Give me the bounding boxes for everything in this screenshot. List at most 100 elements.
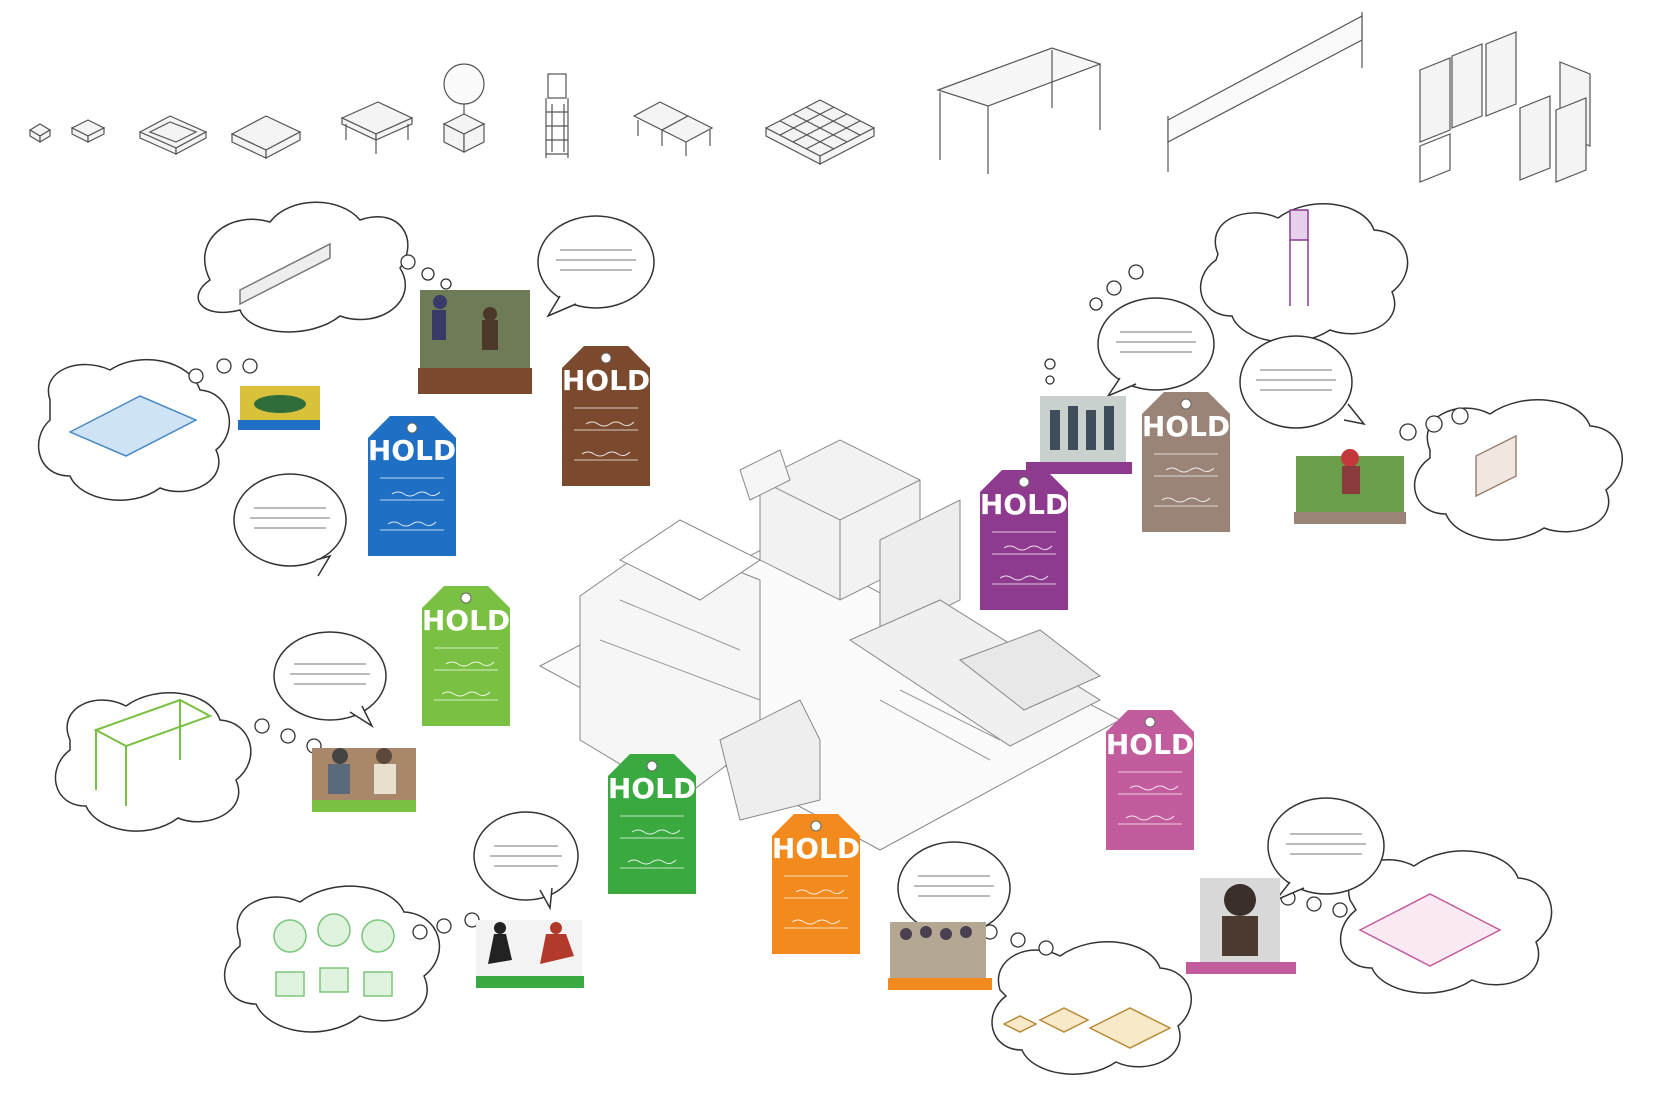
cloud-boxes — [991, 941, 1193, 1075]
tag-handwriting — [441, 691, 491, 697]
grid-platform-icon — [764, 99, 876, 165]
speech-bubble-6 — [1267, 797, 1385, 901]
cloud-lifeguard-chair — [1199, 203, 1409, 343]
hold-tag-dark-green: HOLD — [608, 754, 696, 894]
speech-bubbles — [233, 215, 1385, 951]
label-garden-group — [1294, 512, 1406, 524]
thought-clouds — [37, 201, 1623, 1075]
tag-label: HOLD — [562, 364, 650, 397]
label-restaurant — [312, 800, 416, 812]
tag-handwriting — [791, 919, 841, 925]
icon-row — [28, 12, 1591, 183]
hold-tag-green: HOLD — [422, 586, 510, 726]
hold-tag-orange: HOLD — [772, 814, 860, 954]
hold-tag-blue: HOLD — [368, 416, 456, 556]
tag-body — [980, 470, 1068, 610]
speech-bubble-8 — [1097, 297, 1215, 398]
speech-bubble-1 — [537, 215, 655, 318]
tag-body — [772, 814, 860, 954]
cloud-planters — [223, 885, 441, 1033]
tag-body — [422, 586, 510, 726]
tag-handwriting — [795, 889, 845, 895]
cloud-volleyball-net — [197, 201, 409, 333]
tag-body — [368, 416, 456, 556]
platform-icon — [230, 115, 302, 159]
double-table-icon — [632, 101, 714, 156]
photo-group-6 — [476, 920, 584, 988]
cloud-partition — [1413, 399, 1623, 541]
small-cube-icon — [28, 123, 52, 144]
tag-hole — [600, 352, 612, 364]
speech-bubble-3 — [273, 631, 387, 729]
label-queens-museum-park — [238, 420, 320, 430]
tag-handwriting — [1003, 545, 1053, 551]
tag-label: HOLD — [368, 434, 456, 467]
label-public-art — [1186, 962, 1296, 974]
tag-handwriting — [1165, 467, 1215, 473]
photo-group-7 — [888, 922, 992, 990]
hold-tag-purple: HOLD — [980, 470, 1068, 610]
partition-walls-icon — [1419, 31, 1591, 183]
tag-hole — [810, 820, 822, 832]
tray-icon — [138, 115, 208, 155]
tag-label: HOLD — [1142, 410, 1230, 443]
tag-body — [608, 754, 696, 894]
label-ymca — [1026, 462, 1132, 474]
tag-handwriting — [391, 491, 441, 497]
canopy-frame-icon — [936, 47, 1102, 174]
cloud-canopy — [54, 692, 252, 832]
photo-group-5 — [312, 748, 416, 812]
planter-tree-icon — [442, 63, 486, 153]
speech-bubble-text-lines — [250, 249, 1366, 897]
tag-hole — [1144, 716, 1156, 728]
lifeguard-chair-icon — [545, 73, 569, 158]
tag-hole — [1180, 398, 1192, 410]
tag-hole — [460, 592, 472, 604]
table-icon — [340, 101, 414, 154]
speech-bubble-7 — [1239, 335, 1366, 429]
hold-tag-pink: HOLD — [1106, 710, 1194, 850]
tag-body — [1106, 710, 1194, 850]
tag-label: HOLD — [422, 604, 510, 637]
tag-label: HOLD — [1106, 728, 1194, 761]
thought-bubbles — [188, 254, 1469, 956]
tag-handwriting — [631, 829, 681, 835]
photo-group-1 — [238, 386, 320, 430]
tag-handwriting — [1129, 785, 1179, 791]
speech-bubble-2 — [233, 473, 347, 577]
photo-group-4 — [1294, 449, 1406, 524]
tag-hole — [646, 760, 658, 772]
tag-handwriting — [445, 661, 495, 667]
tag-body — [562, 346, 650, 486]
label-neighborhood-group — [418, 368, 532, 394]
tag-handwriting — [581, 451, 631, 457]
small-box-icon — [70, 119, 106, 143]
volleyball-net-icon — [1167, 12, 1363, 172]
tag-handwriting — [1161, 497, 1211, 503]
photo-group-2 — [418, 290, 532, 394]
tag-hole — [1018, 476, 1030, 488]
tag-handwriting — [585, 421, 635, 427]
central-building-model — [538, 439, 1122, 851]
speech-bubble-4 — [473, 811, 579, 911]
tag-label: HOLD — [772, 832, 860, 865]
photo-restaurant — [312, 748, 416, 800]
tag-hole — [406, 422, 418, 434]
cloud-grid-platform — [1339, 850, 1553, 994]
tag-body — [1142, 392, 1230, 532]
photo-group-3 — [1026, 396, 1132, 474]
label-athletes — [476, 976, 584, 988]
tag-handwriting — [1125, 815, 1175, 821]
cloud-pool — [37, 358, 231, 501]
label-community-group — [888, 978, 992, 990]
tag-label: HOLD — [608, 772, 696, 805]
hold-tag-taupe: HOLD — [1142, 392, 1230, 532]
tag-handwriting — [627, 859, 677, 865]
tag-label: HOLD — [980, 488, 1068, 521]
tag-handwriting — [387, 521, 437, 527]
hold-tags: HOLD HOLD HOLD HOLD HOLD HOLD HOLD HOLD — [368, 346, 1230, 954]
photo-group-8 — [1186, 878, 1296, 974]
hold-tag-brown: HOLD — [562, 346, 650, 486]
tag-handwriting — [999, 575, 1049, 581]
